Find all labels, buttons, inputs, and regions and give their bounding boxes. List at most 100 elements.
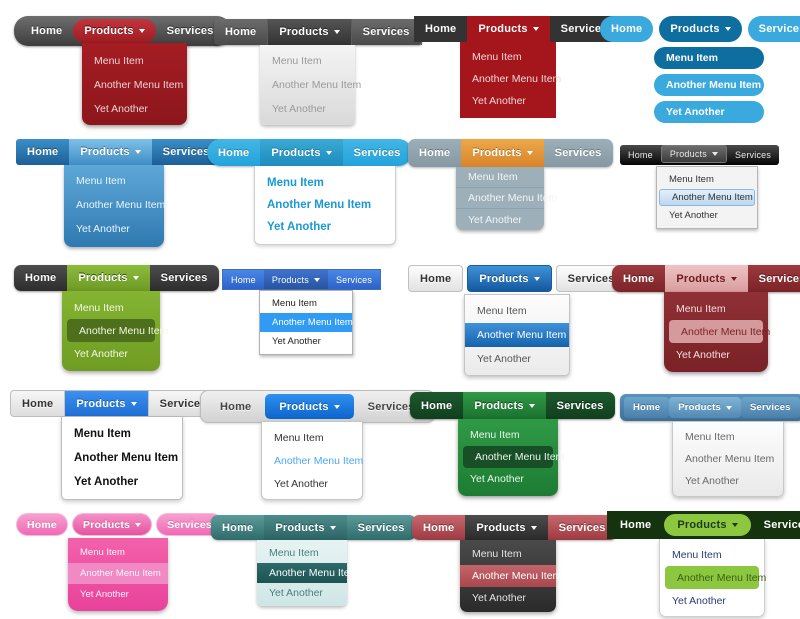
dropdown-item[interactable]: Menu Item	[664, 297, 768, 320]
dropdown-item[interactable]: Menu Item	[458, 424, 558, 446]
nav-item-home[interactable]: Home	[223, 270, 264, 289]
nav-item-home[interactable]: Home	[600, 16, 654, 42]
dropdown-item[interactable]: Yet Another	[262, 472, 362, 495]
dropdown-item[interactable]: Another Menu Item	[659, 189, 755, 206]
nav-item-products[interactable]: Products	[264, 515, 347, 540]
nav-item-products[interactable]: Products	[465, 515, 548, 540]
dropdown-item[interactable]: Menu Item	[62, 422, 182, 446]
dropdown-item[interactable]: Menu Item	[660, 543, 764, 566]
dropdown-item[interactable]: Yet Another	[460, 587, 556, 609]
dropdown-item[interactable]: Yet Another	[64, 217, 164, 241]
nav-item-home[interactable]: Home	[408, 139, 461, 167]
dropdown-item[interactable]: Another Menu Item	[669, 320, 770, 343]
dropdown-item[interactable]: Menu Item	[260, 294, 352, 313]
dropdown-item[interactable]: Menu Item	[260, 49, 355, 73]
nav-item-home[interactable]: Home	[14, 265, 67, 291]
dropdown-item[interactable]: Another Menu Item	[456, 188, 557, 209]
nav-item-home[interactable]: Home	[211, 515, 264, 540]
dropdown-item[interactable]: Another Menu Item	[68, 563, 168, 584]
dropdown-item[interactable]: Menu Item	[262, 426, 362, 449]
nav-item-products[interactable]: Products	[71, 513, 153, 536]
dropdown-item[interactable]: Another Menu Item	[465, 323, 569, 347]
dropdown-item[interactable]: Another Menu Item	[665, 566, 766, 589]
nav-item-home[interactable]: Home	[620, 145, 661, 165]
dropdown-item[interactable]: Yet Another	[460, 90, 556, 112]
dropdown-item[interactable]: Menu Item	[465, 299, 569, 323]
dropdown-item[interactable]: Menu Item	[460, 543, 556, 565]
dropdown-item[interactable]: Yet Another	[255, 216, 395, 238]
dropdown-item[interactable]: Another Menu Item	[460, 68, 561, 90]
dropdown-item[interactable]: Another Menu Item	[67, 319, 168, 342]
nav-item-products[interactable]: Products	[463, 392, 546, 419]
dropdown-item[interactable]: Yet Another	[465, 347, 569, 371]
dropdown-item[interactable]: Yet Another	[260, 332, 352, 351]
nav-item-services[interactable]: Services	[354, 394, 429, 419]
nav-item-home[interactable]: Home	[410, 392, 463, 419]
dropdown-item[interactable]: Yet Another	[257, 583, 347, 603]
nav-item-products[interactable]: Products	[664, 514, 751, 536]
dropdown-item[interactable]: Another Menu Item	[255, 194, 395, 216]
nav-item-services[interactable]: Services	[727, 145, 779, 165]
nav-item-products[interactable]: Products	[461, 139, 544, 167]
dropdown-item[interactable]: Another Menu Item	[260, 73, 361, 97]
nav-item-products[interactable]: Products	[467, 16, 550, 42]
dropdown-item[interactable]: Menu Item	[460, 46, 556, 68]
nav-item-services[interactable]: Services	[328, 270, 380, 289]
nav-item-products[interactable]: Products	[660, 145, 727, 163]
nav-item-products[interactable]: Products	[665, 265, 748, 292]
dropdown-item[interactable]: Yet Another	[68, 584, 168, 605]
dropdown-item[interactable]: Another Menu Item	[673, 448, 783, 470]
nav-item-services[interactable]: Services	[544, 139, 613, 167]
nav-item-home[interactable]: Home	[408, 265, 464, 292]
nav-item-products[interactable]: Products	[73, 19, 156, 43]
dropdown-item[interactable]: Yet Another	[260, 97, 355, 121]
nav-item-services[interactable]: Services	[347, 515, 416, 540]
nav-item-services[interactable]: Services	[343, 139, 412, 166]
dropdown-item[interactable]: Yet Another	[654, 101, 764, 123]
dropdown-item[interactable]: Menu Item	[64, 169, 164, 193]
nav-item-products[interactable]: Products	[65, 391, 149, 416]
dropdown-item[interactable]: Yet Another	[62, 470, 182, 494]
dropdown-item[interactable]: Yet Another	[82, 97, 187, 121]
nav-item-home[interactable]: Home	[16, 139, 69, 165]
nav-item-home[interactable]: Home	[214, 19, 269, 45]
dropdown-item[interactable]: Menu Item	[62, 296, 160, 319]
nav-item-services[interactable]: Services	[152, 139, 221, 165]
nav-item-home[interactable]: Home	[16, 513, 68, 536]
dropdown-item[interactable]: Menu Item	[654, 47, 764, 69]
dropdown-item[interactable]: Yet Another	[62, 342, 160, 365]
nav-item-products[interactable]: Products	[260, 139, 343, 166]
dropdown-item[interactable]: Another Menu Item	[260, 313, 353, 332]
dropdown-item[interactable]: Menu Item	[456, 167, 544, 188]
nav-item-services[interactable]: Services	[150, 265, 219, 291]
nav-item-services[interactable]: Services	[156, 513, 223, 536]
nav-item-products[interactable]: Products	[659, 16, 742, 42]
nav-item-services[interactable]: Services	[751, 511, 800, 539]
nav-item-home[interactable]: Home	[11, 391, 66, 416]
nav-item-home[interactable]: Home	[624, 397, 670, 418]
nav-item-home[interactable]: Home	[414, 16, 467, 42]
nav-item-products[interactable]: Products	[69, 139, 152, 165]
nav-item-products[interactable]: Products	[265, 394, 354, 419]
dropdown-item[interactable]: Another Menu Item	[82, 73, 187, 97]
nav-item-home[interactable]: Home	[20, 19, 73, 43]
dropdown-item[interactable]: Yet Another	[664, 343, 768, 366]
dropdown-item[interactable]: Menu Item	[82, 49, 187, 73]
dropdown-item[interactable]: Menu Item	[255, 172, 395, 194]
nav-item-products[interactable]: Products	[263, 270, 328, 289]
dropdown-item[interactable]: Another Menu Item	[654, 74, 764, 96]
nav-item-services[interactable]: Services	[156, 19, 225, 43]
nav-item-services[interactable]: Services	[748, 265, 800, 292]
nav-item-products[interactable]: Products	[467, 265, 552, 292]
nav-item-products[interactable]: Products	[67, 265, 150, 291]
nav-item-services[interactable]: Services	[740, 397, 800, 418]
nav-item-services[interactable]: Services	[550, 16, 619, 42]
nav-item-services[interactable]: Services	[548, 515, 617, 540]
dropdown-item[interactable]: Yet Another	[657, 206, 757, 225]
dropdown-item[interactable]: Yet Another	[456, 209, 544, 230]
nav-item-services[interactable]: Services	[546, 392, 615, 419]
nav-item-home[interactable]: Home	[206, 394, 265, 419]
dropdown-item[interactable]: Another Menu Item	[262, 449, 363, 472]
dropdown-item[interactable]: Menu Item	[657, 170, 757, 189]
dropdown-item[interactable]: Menu Item	[257, 543, 347, 563]
